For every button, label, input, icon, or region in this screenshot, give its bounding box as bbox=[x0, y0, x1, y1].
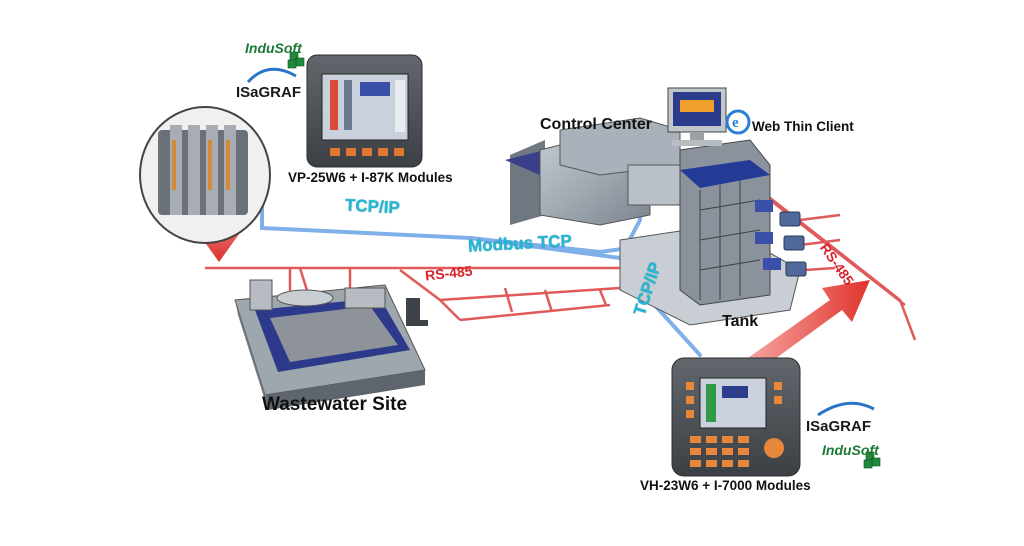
isagraf-logo-bottom bbox=[817, 401, 875, 417]
wastewater-site-label: Wastewater Site bbox=[262, 394, 408, 415]
isagraf-logo-text-top: ISaGRAF bbox=[236, 84, 302, 101]
i87k-rack-illustration bbox=[139, 106, 271, 244]
isagraf-logo-top bbox=[246, 67, 297, 84]
indusoft-logo-text-bottom: InduSoft bbox=[822, 442, 879, 458]
vh23w6-device-illustration bbox=[671, 357, 801, 477]
indusoft-logo-top-cubes bbox=[287, 51, 305, 69]
wastewater-site-illustration bbox=[234, 279, 428, 410]
web-thin-client-illustration: e bbox=[667, 87, 751, 146]
vp-module-label: VP-25W6 + I-87K Modules bbox=[288, 170, 453, 185]
tank-building-illustration bbox=[619, 139, 801, 326]
web-thin-client-label: Web Thin Client bbox=[752, 119, 854, 134]
control-center-label: Control Center bbox=[540, 116, 652, 133]
tcpip-label-top: TCP/IP bbox=[344, 195, 401, 218]
vh-module-label: VH-23W6 + I-7000 Modules bbox=[640, 478, 811, 493]
direction-pad-icon bbox=[764, 438, 784, 458]
control-center-illustration bbox=[505, 117, 689, 226]
indusoft-logo-bottom-cubes bbox=[863, 451, 881, 469]
i7000-modules-illustration bbox=[779, 211, 807, 277]
isagraf-logo-text-bottom: ISaGRAF bbox=[806, 418, 872, 435]
tank-label: Tank bbox=[722, 313, 759, 330]
vp25w6-device-illustration bbox=[306, 54, 423, 168]
ie-icon bbox=[725, 109, 751, 135]
arrow-up-red bbox=[745, 280, 870, 372]
svg-text:e: e bbox=[732, 115, 739, 131]
indusoft-logo-text-top: InduSoft bbox=[245, 40, 302, 56]
